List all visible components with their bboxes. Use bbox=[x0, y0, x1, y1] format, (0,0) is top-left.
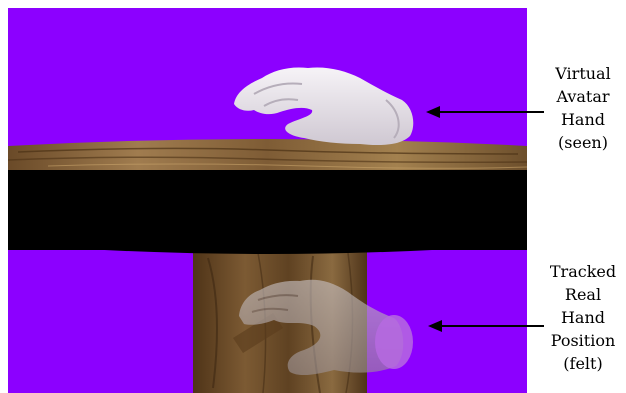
label-virtual-line2: Avatar bbox=[540, 85, 626, 108]
label-tracked-line2: Real bbox=[540, 283, 626, 306]
vr-scene bbox=[8, 8, 527, 393]
label-tracked-line3: Hand bbox=[540, 306, 626, 329]
tracked-position-marker bbox=[375, 315, 413, 369]
label-tracked-real-hand: Tracked Real Hand Position (felt) bbox=[540, 260, 626, 375]
label-tracked-line5: (felt) bbox=[540, 352, 626, 375]
label-virtual-line3: Hand bbox=[540, 108, 626, 131]
label-virtual-line1: Virtual bbox=[540, 62, 626, 85]
table-rim bbox=[8, 168, 527, 250]
label-tracked-line1: Tracked bbox=[540, 260, 626, 283]
vr-scene-graphic bbox=[8, 8, 527, 393]
label-virtual-line4: (seen) bbox=[540, 131, 626, 154]
label-tracked-line4: Position bbox=[540, 329, 626, 352]
label-virtual-avatar-hand: Virtual Avatar Hand (seen) bbox=[540, 62, 626, 154]
table-top bbox=[8, 139, 527, 170]
